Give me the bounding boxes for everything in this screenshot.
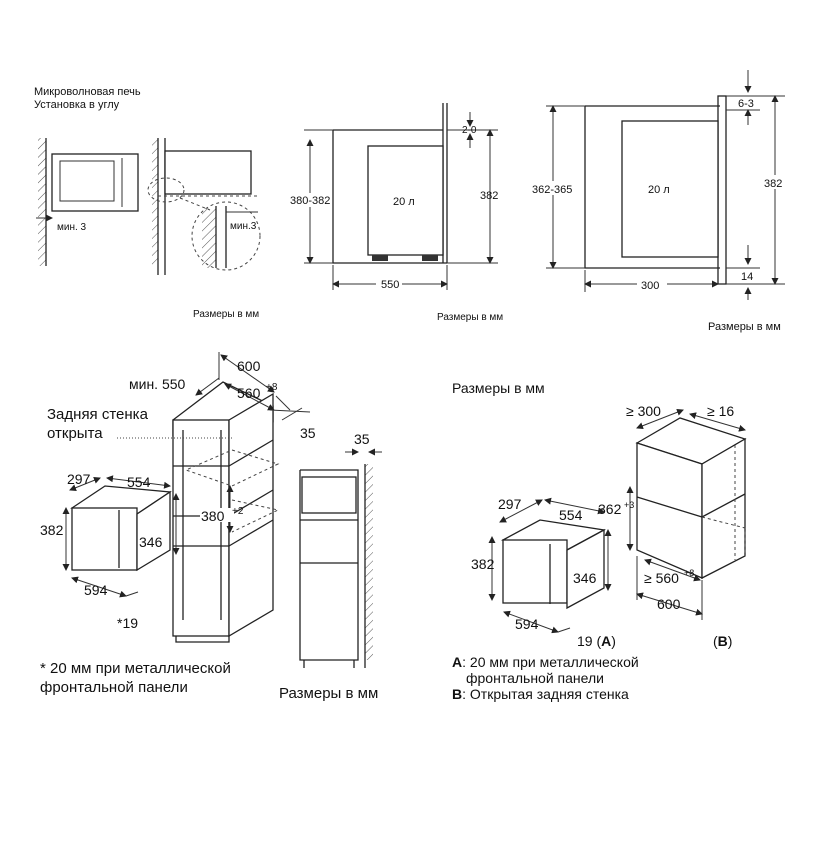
panel-section-550: 20 л 380-382 382 2-0 550 Размеры в мм: [290, 103, 503, 323]
panel4-units: Размеры в мм: [279, 685, 378, 702]
dim-362-right: 362: [598, 501, 622, 517]
gap-top-label-2-0: 2-0: [462, 125, 477, 136]
dim-600-top: 600: [237, 358, 261, 374]
legend-a-line1-group: A: 20 мм при металлической: [452, 654, 639, 670]
bottom-label-14: 14: [741, 271, 753, 283]
microwave-side-view: [164, 150, 252, 195]
dim-554-left: 554: [127, 474, 151, 490]
dim-362-sup: +3: [624, 500, 634, 510]
volume-label-300: 20 л: [648, 184, 670, 196]
panel-tall-cabinet: 600 мин. 550 560 +8 35 Задняя стенка отк…: [40, 352, 382, 702]
label-b-group: (B): [713, 633, 732, 649]
dim-594-left: 594: [84, 582, 108, 598]
panel5-units: Размеры в мм: [452, 380, 545, 396]
wall-cabinet-outline: [635, 417, 747, 580]
label-a: A: [601, 633, 611, 649]
legend-a-line2: фронтальной панели: [466, 670, 604, 686]
footnote-line2: фронтальной панели: [40, 679, 188, 696]
dim-35-right: 35: [300, 425, 316, 441]
dim-382-right: 382: [471, 556, 495, 572]
label-b-open: (: [713, 633, 718, 649]
panel-corner-installation: Микроволновая печь Установка в углу мин.…: [34, 86, 261, 320]
dim-600-right: 600: [657, 596, 681, 612]
dim-19-right-group: 19 (A): [577, 633, 616, 649]
panel1-units: Размеры в мм: [193, 309, 259, 320]
label-b: B: [718, 633, 728, 649]
legend-b-text: : Открытая задняя стенка: [462, 686, 629, 702]
dim-297-left: 297: [67, 471, 91, 487]
height-label-382-b: 382: [764, 178, 782, 190]
label-a-close: ): [611, 633, 616, 649]
wall-hatch-left: [38, 138, 46, 266]
dim-346-right: 346: [573, 570, 597, 586]
volume-label-550: 20 л: [393, 196, 415, 208]
dim-297-right: 297: [498, 496, 522, 512]
appliance-section-300: [621, 120, 719, 258]
depth-label-550: 550: [381, 279, 399, 291]
microwave-isometric-left: [70, 485, 172, 572]
legend-b-key: B: [452, 686, 462, 702]
dim-35-side: 35: [354, 431, 370, 447]
legend-a-line1: : 20 мм при металлической: [462, 654, 639, 670]
panel2-units: Размеры в мм: [437, 312, 503, 323]
height-label-380-382: 380-382: [290, 195, 330, 207]
back-open-line1: Задняя стенка: [47, 406, 149, 423]
tall-cabinet-side-view: [299, 464, 373, 668]
dim-560-right: ≥ 560: [644, 570, 679, 586]
height-label-362-365: 362-365: [532, 184, 572, 196]
depth-label-300: 300: [641, 280, 659, 292]
appliance-section-550: [367, 145, 444, 256]
dim-16-right: ≥ 16: [707, 403, 734, 419]
dim-min-550: мин. 550: [129, 376, 186, 392]
front-panel-300: [717, 95, 727, 285]
dim-346-left: 346: [139, 534, 163, 550]
panel1-title-line1: Микроволновая печь: [34, 86, 141, 98]
dim-380-sup: +2: [232, 506, 244, 517]
detail-zoom-circle: [191, 201, 261, 271]
dim-382-left: 382: [40, 522, 64, 538]
dim-19-right: 19 (: [577, 633, 601, 649]
legend-a-key: A: [452, 654, 462, 670]
detail-callout-circle-small: [147, 177, 185, 203]
min-3-label-zoom: мин.3: [230, 221, 257, 232]
dim-554-right: 554: [559, 507, 583, 523]
dim-300-right: ≥ 300: [626, 403, 661, 419]
back-open-line2: открыта: [47, 425, 103, 442]
dim-594-right: 594: [515, 616, 539, 632]
microwave-front-view: [51, 153, 139, 212]
dim-380: 380: [201, 508, 225, 524]
gap-top-label-6-3: 6-3: [738, 98, 754, 110]
microwave-isometric-right: [500, 519, 607, 610]
dim-560-sup: +8: [266, 382, 278, 393]
label-b-close: ): [728, 633, 733, 649]
wall-hatch-side: [152, 138, 158, 266]
panel3-units: Размеры в мм: [708, 321, 781, 333]
dim-560-sup-right: +8: [684, 568, 694, 578]
footnote-line1: * 20 мм при металлической: [40, 660, 231, 677]
panel1-title-line2: Установка в углу: [34, 99, 120, 111]
dim-19-left: *19: [117, 615, 138, 631]
panel-section-300: 20 л 362-365 382 6-3 14 300 Размеры в мм: [530, 70, 788, 333]
min-3-label-left: мин. 3: [57, 222, 87, 233]
dim-560: 560: [237, 385, 261, 401]
height-label-382-a: 382: [480, 190, 498, 202]
microwave-door-window: [59, 160, 115, 202]
legend-b-group: B: Открытая задняя стенка: [452, 686, 629, 702]
panel-wall-cabinet: Размеры в мм ≥ 300 ≥ 16 362 +3 ≥ 560 +8 …: [452, 380, 747, 702]
